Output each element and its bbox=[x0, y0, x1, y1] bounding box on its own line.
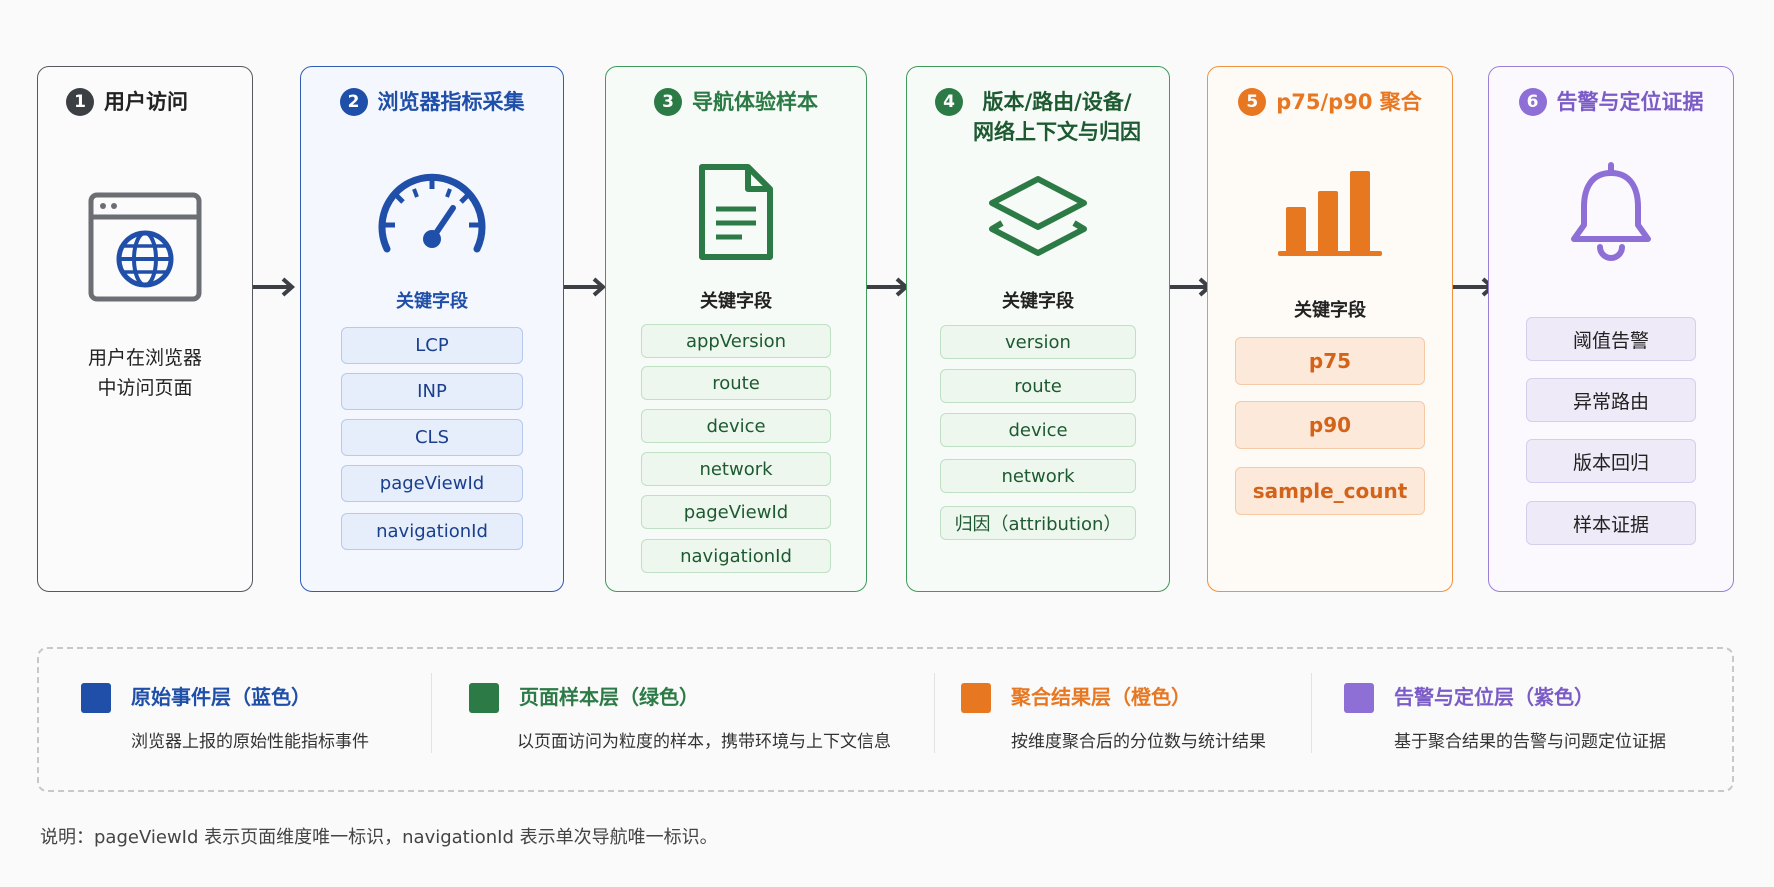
step-title-text: 浏览器指标采集 bbox=[377, 90, 525, 114]
field-pill: navigationId bbox=[641, 539, 831, 573]
arrow-right-icon bbox=[564, 277, 607, 297]
step-card-4: 4 版本/路由/设备/ 网络上下文与归因 关键字段 version route … bbox=[906, 66, 1170, 592]
field-pill: INP bbox=[341, 373, 523, 410]
field-pill: version bbox=[940, 325, 1136, 359]
key-fields-label: 关键字段 bbox=[1002, 291, 1074, 312]
step-title-text: 版本/路由/设备/ 网络上下文与归因 bbox=[973, 90, 1141, 144]
gauge-icon bbox=[378, 173, 486, 253]
legend-title: 告警与定位层（紫色） bbox=[1394, 685, 1594, 709]
step-title-5: 5 p75/p90 聚合 bbox=[1208, 87, 1452, 117]
step-title-4: 4 版本/路由/设备/ 网络上下文与归因 bbox=[907, 87, 1169, 147]
legend-title: 原始事件层（蓝色） bbox=[131, 685, 311, 709]
bar-chart-icon bbox=[1278, 171, 1382, 256]
key-fields-label: 关键字段 bbox=[1294, 300, 1366, 321]
legend-swatch bbox=[961, 683, 991, 713]
step-title-6: 6 告警与定位证据 bbox=[1489, 87, 1733, 117]
field-pill: CLS bbox=[341, 419, 523, 456]
field-pill: pageViewId bbox=[641, 495, 831, 529]
legend-title: 聚合结果层（橙色） bbox=[1011, 685, 1191, 709]
step-number-badge: 4 bbox=[935, 88, 963, 116]
layers-icon bbox=[989, 176, 1087, 256]
field-pill: LCP bbox=[341, 327, 523, 364]
document-icon bbox=[699, 164, 773, 260]
step-card-6: 6 告警与定位证据 阈值告警 异常路由 版本回归 样本证据 bbox=[1488, 66, 1734, 592]
step-number-badge: 5 bbox=[1238, 88, 1267, 116]
legend-description: 基于聚合结果的告警与问题定位证据 bbox=[1394, 732, 1666, 752]
field-pill: route bbox=[641, 366, 831, 400]
legend-description: 以页面访问为粒度的样本，携带环境与上下文信息 bbox=[517, 732, 891, 752]
field-pill: 异常路由 bbox=[1526, 378, 1696, 422]
legend-swatch bbox=[1344, 683, 1374, 713]
field-pill: appVersion bbox=[641, 324, 831, 358]
field-pill: device bbox=[641, 409, 831, 443]
bell-icon bbox=[1571, 162, 1651, 261]
legend-description: 浏览器上报的原始性能指标事件 bbox=[131, 732, 369, 752]
step-description: 用户在浏览器 中访问页面 bbox=[87, 347, 202, 399]
arrow-right-icon bbox=[253, 277, 296, 297]
field-pill: navigationId bbox=[341, 513, 523, 550]
legend-swatch bbox=[469, 683, 499, 713]
footnote: 说明：pageViewId 表示页面维度唯一标识，navigationId 表示… bbox=[40, 827, 718, 848]
field-pill: 样本证据 bbox=[1526, 501, 1696, 545]
step-card-3: 3 导航体验样本 关键字段 appVersion route device ne… bbox=[605, 66, 867, 592]
field-pill: route bbox=[940, 369, 1136, 403]
step-title-text: 告警与定位证据 bbox=[1556, 90, 1704, 114]
legend-divider bbox=[1311, 673, 1312, 753]
step-card-1: 1 用户访问 用户在浏览器 中访问页面 bbox=[37, 66, 253, 592]
field-pill: p90 bbox=[1235, 401, 1425, 449]
field-pill: p75 bbox=[1235, 337, 1425, 385]
step-number-badge: 3 bbox=[654, 88, 682, 116]
field-pill: 版本回归 bbox=[1526, 439, 1696, 483]
step-title-text: p75/p90 聚合 bbox=[1276, 90, 1422, 114]
step-number-badge: 2 bbox=[339, 88, 368, 116]
legend: 原始事件层（蓝色） 浏览器上报的原始性能指标事件 页面样本层（绿色） 以页面访问… bbox=[37, 647, 1734, 792]
field-pill: pageViewId bbox=[341, 465, 523, 502]
step-title-text: 导航体验样本 bbox=[692, 90, 818, 114]
field-pill: sample_count bbox=[1235, 467, 1425, 515]
step-card-2: 2 浏览器指标采集 关键字段 LCP INP CLS pageViewId na… bbox=[300, 66, 564, 592]
key-fields-label: 关键字段 bbox=[700, 291, 772, 312]
step-number-badge: 1 bbox=[66, 88, 94, 116]
field-pill: 归因（attribution） bbox=[940, 506, 1136, 540]
field-pill: network bbox=[940, 459, 1136, 493]
arrow-right-icon bbox=[867, 277, 910, 297]
field-pill: 阈值告警 bbox=[1526, 317, 1696, 361]
step-title-3: 3 导航体验样本 bbox=[606, 87, 866, 117]
step-title-1: 1 用户访问 bbox=[38, 87, 252, 117]
legend-description: 按维度聚合后的分位数与统计结果 bbox=[1011, 732, 1266, 752]
legend-title: 页面样本层（绿色） bbox=[519, 685, 699, 709]
step-title-2: 2 浏览器指标采集 bbox=[301, 87, 563, 117]
field-pill: network bbox=[641, 452, 831, 486]
step-card-5: 5 p75/p90 聚合 关键字段 p75 p90 sample_count bbox=[1207, 66, 1453, 592]
legend-divider bbox=[431, 673, 432, 753]
field-pill: device bbox=[940, 413, 1136, 447]
step-number-badge: 6 bbox=[1518, 88, 1547, 116]
key-fields-label: 关键字段 bbox=[396, 291, 468, 312]
browser-globe-icon bbox=[88, 192, 202, 302]
legend-swatch bbox=[81, 683, 111, 713]
step-title-text: 用户访问 bbox=[104, 90, 188, 114]
legend-divider bbox=[934, 673, 935, 753]
